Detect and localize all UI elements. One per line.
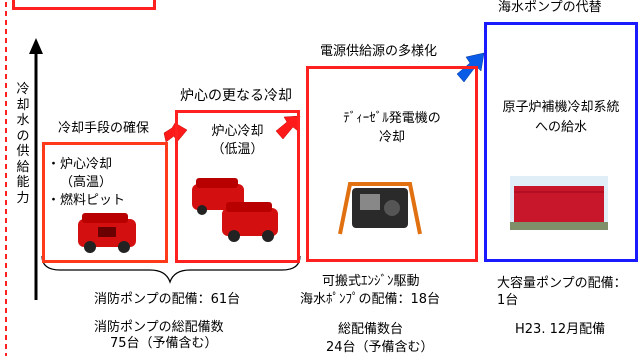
portable-2: 海水ﾎﾟﾝﾌﾟの配備：18台: [300, 292, 441, 307]
stage1-item2: ・燃料ピット: [47, 193, 126, 208]
brace: [41, 255, 301, 284]
stage4-title: 海水ポンプの代替: [498, 0, 602, 15]
fire-pumps-note: 消防ポンプの配備：61台: [94, 292, 241, 307]
fire-total-1: 消防ポンプの総配備数: [94, 320, 224, 335]
stage4-item1b: への給水: [534, 120, 587, 135]
partial-box-top-left: [12, 0, 156, 10]
stage1-item1b: （高温）: [60, 175, 113, 190]
stage1-title: 冷却手段の確保: [58, 121, 150, 136]
large-date: H23. 12月配備: [515, 322, 606, 337]
stage4-box: [484, 22, 638, 262]
stage4-item1: 原子炉補機冷却系統: [502, 100, 620, 115]
portable-total-1: 総配備数台: [338, 322, 404, 337]
stage2-box: [175, 110, 300, 263]
stage1-box: [42, 142, 168, 263]
portable-1: 可搬式ｴﾝｼﾞﾝ駆動: [322, 274, 420, 289]
stage2-item1b: （低温）: [211, 142, 264, 157]
stage1-item1: ・炉心冷却: [47, 157, 113, 172]
stage2-item1: 炉心冷却: [211, 124, 264, 139]
fire-total-2: 75台（予備含む）: [110, 336, 218, 351]
axis-arrowhead: [29, 38, 43, 54]
stage3-item1: ﾃﾞｨｰｾﾞﾙ発電機の: [343, 111, 441, 126]
large-2: 1台: [497, 293, 519, 308]
stage3-title: 電源供給源の多様化: [320, 44, 438, 59]
stage3-box: [306, 66, 478, 262]
portable-total-2: 24台（予備含む）: [326, 340, 434, 355]
large-1: 大容量ポンプの配備：: [497, 276, 627, 291]
stage3-item1b: 冷却: [378, 130, 405, 145]
stage2-title: 炉心の更なる冷却: [180, 88, 292, 104]
y-axis-label: 冷却水の供給能力: [16, 82, 30, 206]
